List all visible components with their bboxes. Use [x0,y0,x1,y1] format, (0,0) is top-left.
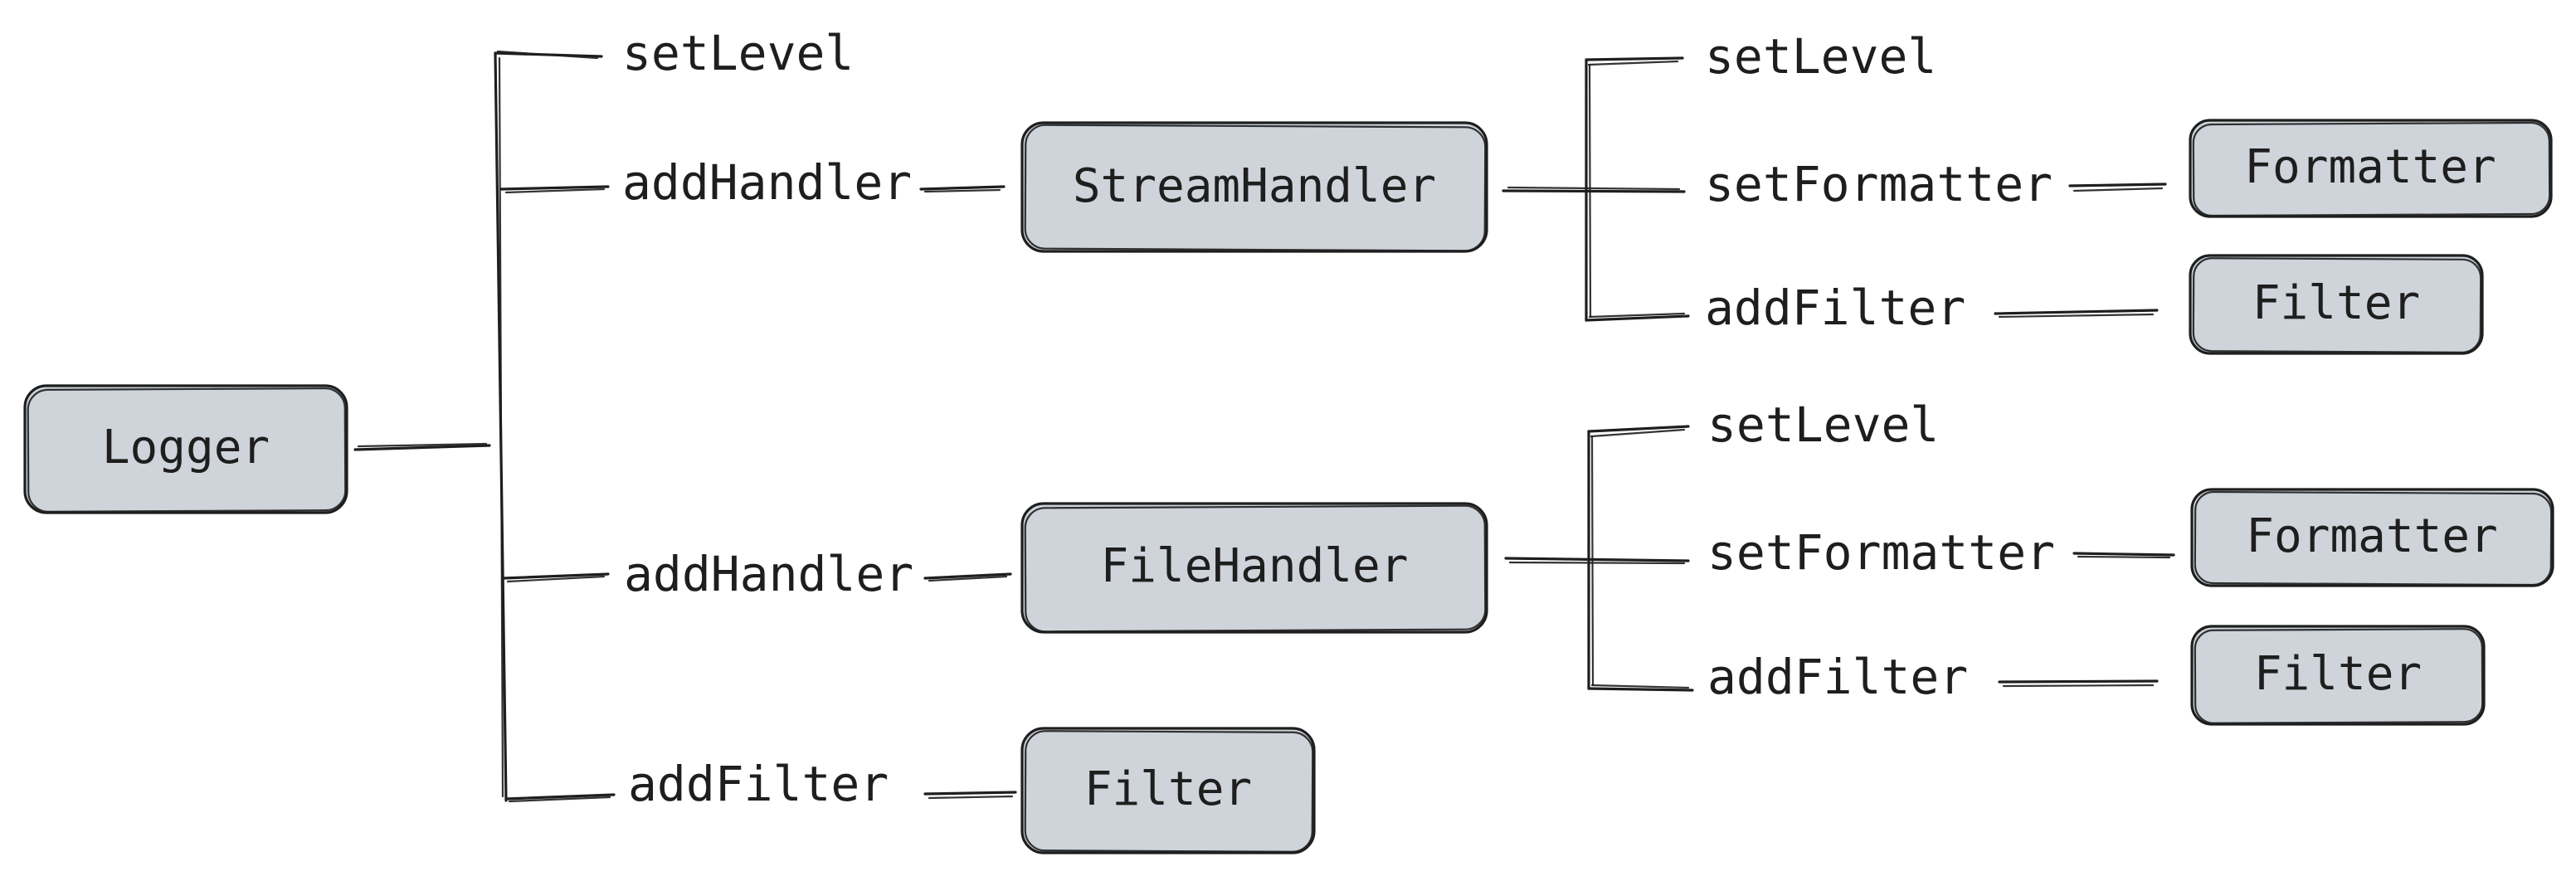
stream-handler-box: StreamHandler [1020,121,1488,253]
connectors [353,50,2175,803]
logger-bracket [494,50,616,803]
file-add-filter-line [1998,679,2159,688]
file-handler-bracket [1504,425,1694,692]
add-filter-to-filter-line [923,791,1017,800]
logger-filter-box: Filter [1020,727,1316,854]
file-add-filter-label: addFilter [1707,649,1968,705]
logger-box: Logger [23,384,348,514]
file-filter-label: Filter [2254,647,2422,701]
stream-set-level-label: setLevel [1705,28,1936,85]
logger-label: Logger [102,421,270,475]
stream-formatter-box: Formatter [2189,119,2553,218]
add-handler-to-file-line [923,572,1012,582]
logger-add-handler-label-1: addHandler [622,154,912,211]
file-formatter-label: Formatter [2246,509,2497,563]
stream-set-formatter-label: setFormatter [1705,156,2053,212]
logger-add-filter-label: addFilter [628,756,889,812]
file-set-formatter-line [2072,552,2175,559]
file-filter-box: Filter [2190,625,2486,726]
stream-formatter-label: Formatter [2244,140,2496,194]
stream-handler-label: StreamHandler [1073,159,1436,213]
file-formatter-box: Formatter [2190,488,2554,587]
stream-add-filter-line [1994,309,2159,319]
logger-connector-line [353,442,491,451]
file-set-formatter-label: setFormatter [1707,524,2055,581]
logger-set-level-label: setLevel [622,25,854,81]
file-handler-label: FileHandler [1101,539,1409,593]
logger-filter-label: Filter [1084,762,1252,816]
stream-set-formatter-line [2068,183,2167,192]
stream-filter-box: Filter [2189,254,2484,355]
file-set-level-label: setLevel [1707,397,1939,453]
stream-filter-label: Filter [2252,276,2420,330]
stream-add-filter-label: addFilter [1705,280,1965,336]
stream-handler-bracket [1502,56,1690,322]
add-handler-to-stream-line [919,185,1006,193]
logger-add-handler-label-2: addHandler [624,546,913,602]
file-handler-box: FileHandler [1020,502,1488,634]
